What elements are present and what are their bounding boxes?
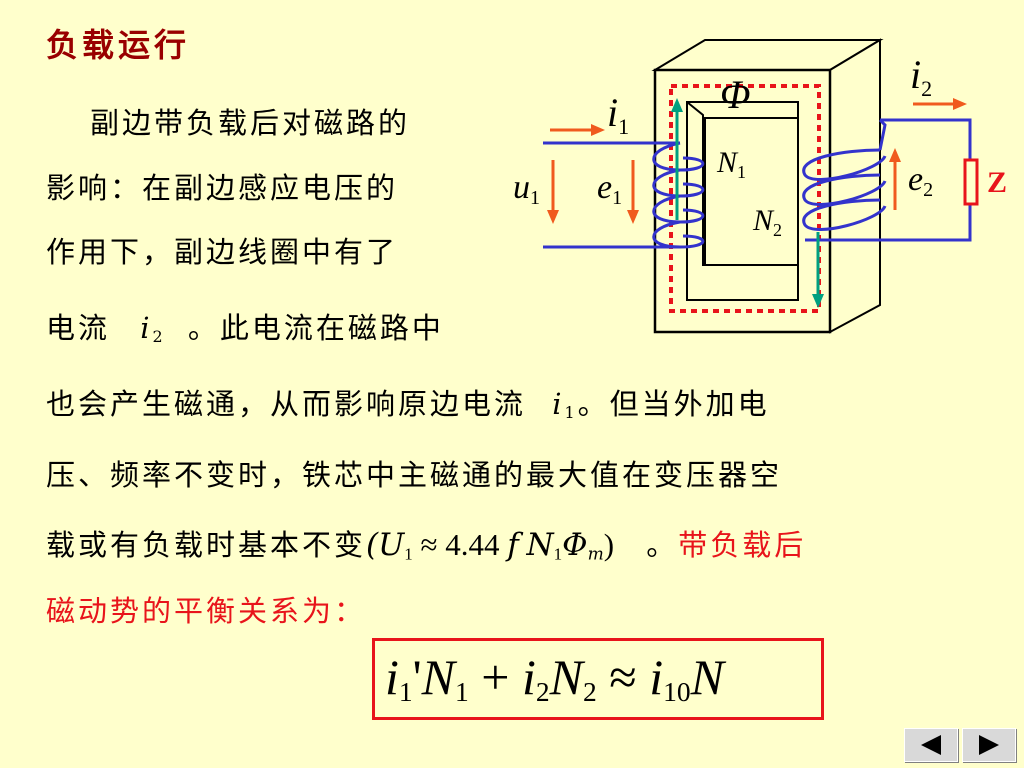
primary-coil bbox=[652, 141, 705, 249]
window-back bbox=[704, 117, 799, 266]
var-letter: i bbox=[140, 311, 153, 345]
formula-term: N bbox=[421, 649, 456, 705]
arrowhead bbox=[953, 98, 967, 110]
arrowhead bbox=[627, 210, 639, 224]
eq-part: f bbox=[507, 527, 519, 563]
e2-label: e2 bbox=[908, 161, 933, 201]
arrowhead bbox=[547, 210, 559, 224]
load-label: Z bbox=[987, 166, 1007, 199]
n1-label: N1 bbox=[716, 146, 746, 182]
var-subscript: 1 bbox=[564, 402, 578, 422]
formula-term: N bbox=[549, 649, 583, 705]
core-side-face bbox=[829, 38, 881, 334]
triangle-left-icon bbox=[921, 735, 941, 755]
i1-label: i1 bbox=[607, 90, 629, 139]
paragraph-line-2: 影响：在副边感应电压的 bbox=[46, 171, 399, 205]
formula-term: N bbox=[690, 649, 724, 705]
i2-label: i2 bbox=[910, 52, 932, 101]
eq-part: Φ bbox=[562, 527, 588, 563]
arrowhead bbox=[591, 124, 605, 136]
text-segment: 。此电流在磁路中 bbox=[187, 311, 444, 345]
formula-prime: ' bbox=[412, 649, 422, 705]
mmf-balance-formula: i1'N1 + i2N2 ≈ i10N bbox=[385, 648, 724, 708]
secondary-coil bbox=[802, 118, 887, 231]
formula-operator: + bbox=[468, 649, 522, 705]
eq-part: ≈ 4.44 bbox=[412, 527, 500, 562]
transformer-diagram: Φ i1 i2 u1 e1 e2 N1 N2 Z bbox=[513, 38, 1007, 334]
formula-operator: ≈ bbox=[596, 649, 650, 705]
flux-label: Φ bbox=[720, 72, 750, 117]
var-letter: i bbox=[552, 387, 565, 421]
core-window bbox=[686, 101, 799, 301]
formula-term: i bbox=[385, 649, 399, 705]
formula-subscript: 2 bbox=[583, 675, 597, 707]
u1-label: u1 bbox=[513, 169, 540, 209]
prev-slide-button[interactable] bbox=[904, 728, 958, 762]
load-resistor bbox=[963, 158, 979, 206]
paragraph-line-8: 磁动势的平衡关系为： bbox=[46, 594, 367, 628]
triangle-right-icon bbox=[979, 735, 999, 755]
eq-subscript: m bbox=[587, 544, 604, 565]
formula-subscript: 1 bbox=[398, 675, 413, 707]
n2-label: N2 bbox=[752, 204, 782, 240]
formula-box bbox=[372, 638, 824, 720]
arrowhead bbox=[671, 98, 683, 112]
e1-label: e1 bbox=[597, 169, 622, 209]
text-segment: 。但当外加电 bbox=[577, 387, 770, 421]
formula-subscript: 10 bbox=[663, 675, 691, 707]
paragraph-line-5: 也会产生磁通，从而影响原边电流 i1。但当外加电 bbox=[46, 381, 770, 423]
current-i1-variable: i1 bbox=[552, 387, 578, 422]
var-subscript: 2 bbox=[152, 326, 166, 346]
formula-term: i bbox=[649, 649, 664, 705]
text-segment: 载或有负载时基本不变 bbox=[46, 528, 367, 562]
paragraph-line-7: 载或有负载时基本不变(U1 ≈ 4.44 f N1Φm) 。带负载后 bbox=[46, 522, 806, 564]
highlight-text: 带负载后 bbox=[678, 528, 807, 562]
eq-subscript: 1 bbox=[404, 544, 413, 564]
text-segment: 。 bbox=[646, 528, 679, 562]
paragraph-line-3: 作用下，副边线圈中有了 bbox=[46, 235, 399, 269]
page-title: 负载运行 bbox=[46, 26, 191, 64]
formula-subscript: 1 bbox=[455, 675, 469, 707]
current-i2-variable: i2 bbox=[140, 311, 166, 346]
arrowhead bbox=[812, 294, 824, 308]
inline-equation: (U1 ≈ 4.44 f N1Φm) bbox=[366, 527, 615, 565]
eq-part: (U bbox=[366, 527, 405, 563]
formula-subscript: 2 bbox=[535, 675, 550, 707]
formula-term: i bbox=[521, 649, 536, 705]
eq-part: ) bbox=[603, 527, 615, 562]
eq-part: N bbox=[526, 527, 554, 563]
paragraph-line-4: 电流 i2 。此电流在磁路中 bbox=[46, 305, 444, 347]
next-slide-button[interactable] bbox=[962, 728, 1016, 762]
arrowhead bbox=[889, 148, 901, 162]
paragraph-line-1: 副边带负载后对磁路的 bbox=[90, 106, 411, 140]
eq-subscript: 1 bbox=[553, 544, 563, 564]
paragraph-line-6: 压、频率不变时，铁芯中主磁通的最大值在变压器空 bbox=[46, 458, 783, 492]
text-segment: 也会产生磁通，从而影响原边电流 bbox=[46, 387, 527, 421]
text-segment: 电流 bbox=[46, 311, 111, 345]
